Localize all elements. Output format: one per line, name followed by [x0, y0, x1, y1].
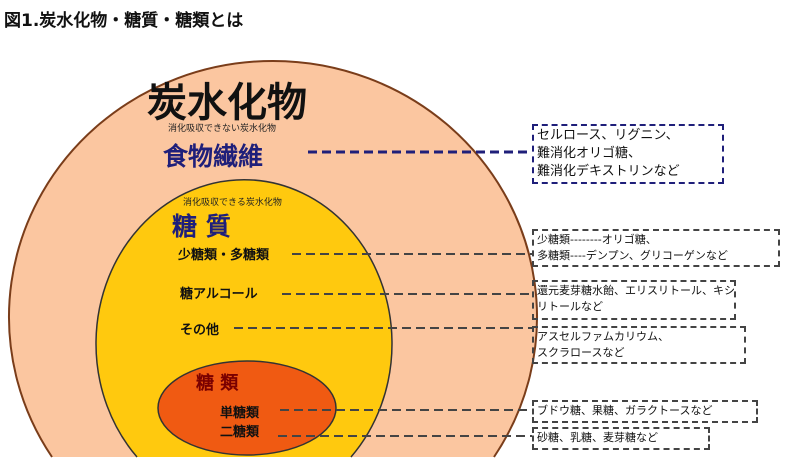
- box-line: 砂糖、乳糖、麦芽糖など: [537, 431, 658, 444]
- box-line: 少糖類--------オリゴ糖、: [537, 233, 657, 246]
- box-line: アスセルファムカリウム、: [537, 330, 669, 343]
- figure-title: 図1.炭水化物・糖質・糖類とは: [4, 11, 244, 31]
- digestible-label: 消化吸収できる炭水化物: [183, 198, 282, 208]
- carbohydrate-title: 炭水化物: [147, 80, 307, 126]
- sugar-quality-ellipse-outline: [95, 178, 393, 458]
- oligo-poly-label: 少糖類・多糖類: [178, 248, 270, 263]
- di-box: 砂糖、乳糖、麦芽糖など: [532, 427, 710, 450]
- monosaccharide-label: 単糖類: [220, 406, 260, 421]
- sugars-ellipse: [157, 360, 337, 456]
- box-line: リトールなど: [537, 300, 603, 313]
- disaccharide-label: 二糖類: [220, 425, 260, 440]
- oligo-box: 少糖類--------オリゴ糖、 多糖類----デンプン、グリコーゲンなど: [532, 229, 780, 267]
- box-line: 難消化オリゴ糖、: [537, 146, 642, 161]
- box-line: スクラロースなど: [537, 346, 625, 359]
- box-line: 難消化デキストリンなど: [537, 164, 680, 179]
- mono-box: ブドウ糖、果糖、ガラクトースなど: [532, 400, 758, 423]
- fiber-title: 食物繊維: [163, 142, 264, 171]
- sugar-quality-title: 糖 質: [172, 212, 231, 241]
- sugars-title: 糖 類: [196, 373, 239, 394]
- box-line: セルロース、リグニン、: [537, 128, 679, 143]
- indigestible-label: 消化吸収できない炭水化物: [168, 124, 277, 134]
- sugar-alcohol-label: 糖アルコール: [180, 287, 258, 302]
- box-line: 還元麦芽糖水飴、エリスリトール、キシ: [537, 284, 735, 297]
- fiber-box: セルロース、リグニン、 難消化オリゴ糖、 難消化デキストリンなど: [532, 124, 724, 184]
- other-box: アスセルファムカリウム、 スクラロースなど: [532, 326, 746, 364]
- box-line: ブドウ糖、果糖、ガラクトースなど: [537, 404, 713, 417]
- other-label: その他: [180, 323, 220, 338]
- box-line: 多糖類----デンプン、グリコーゲンなど: [537, 249, 728, 262]
- alcohol-box: 還元麦芽糖水飴、エリスリトール、キシ リトールなど: [532, 280, 736, 320]
- carbohydrate-ellipse-outline: [8, 59, 538, 458]
